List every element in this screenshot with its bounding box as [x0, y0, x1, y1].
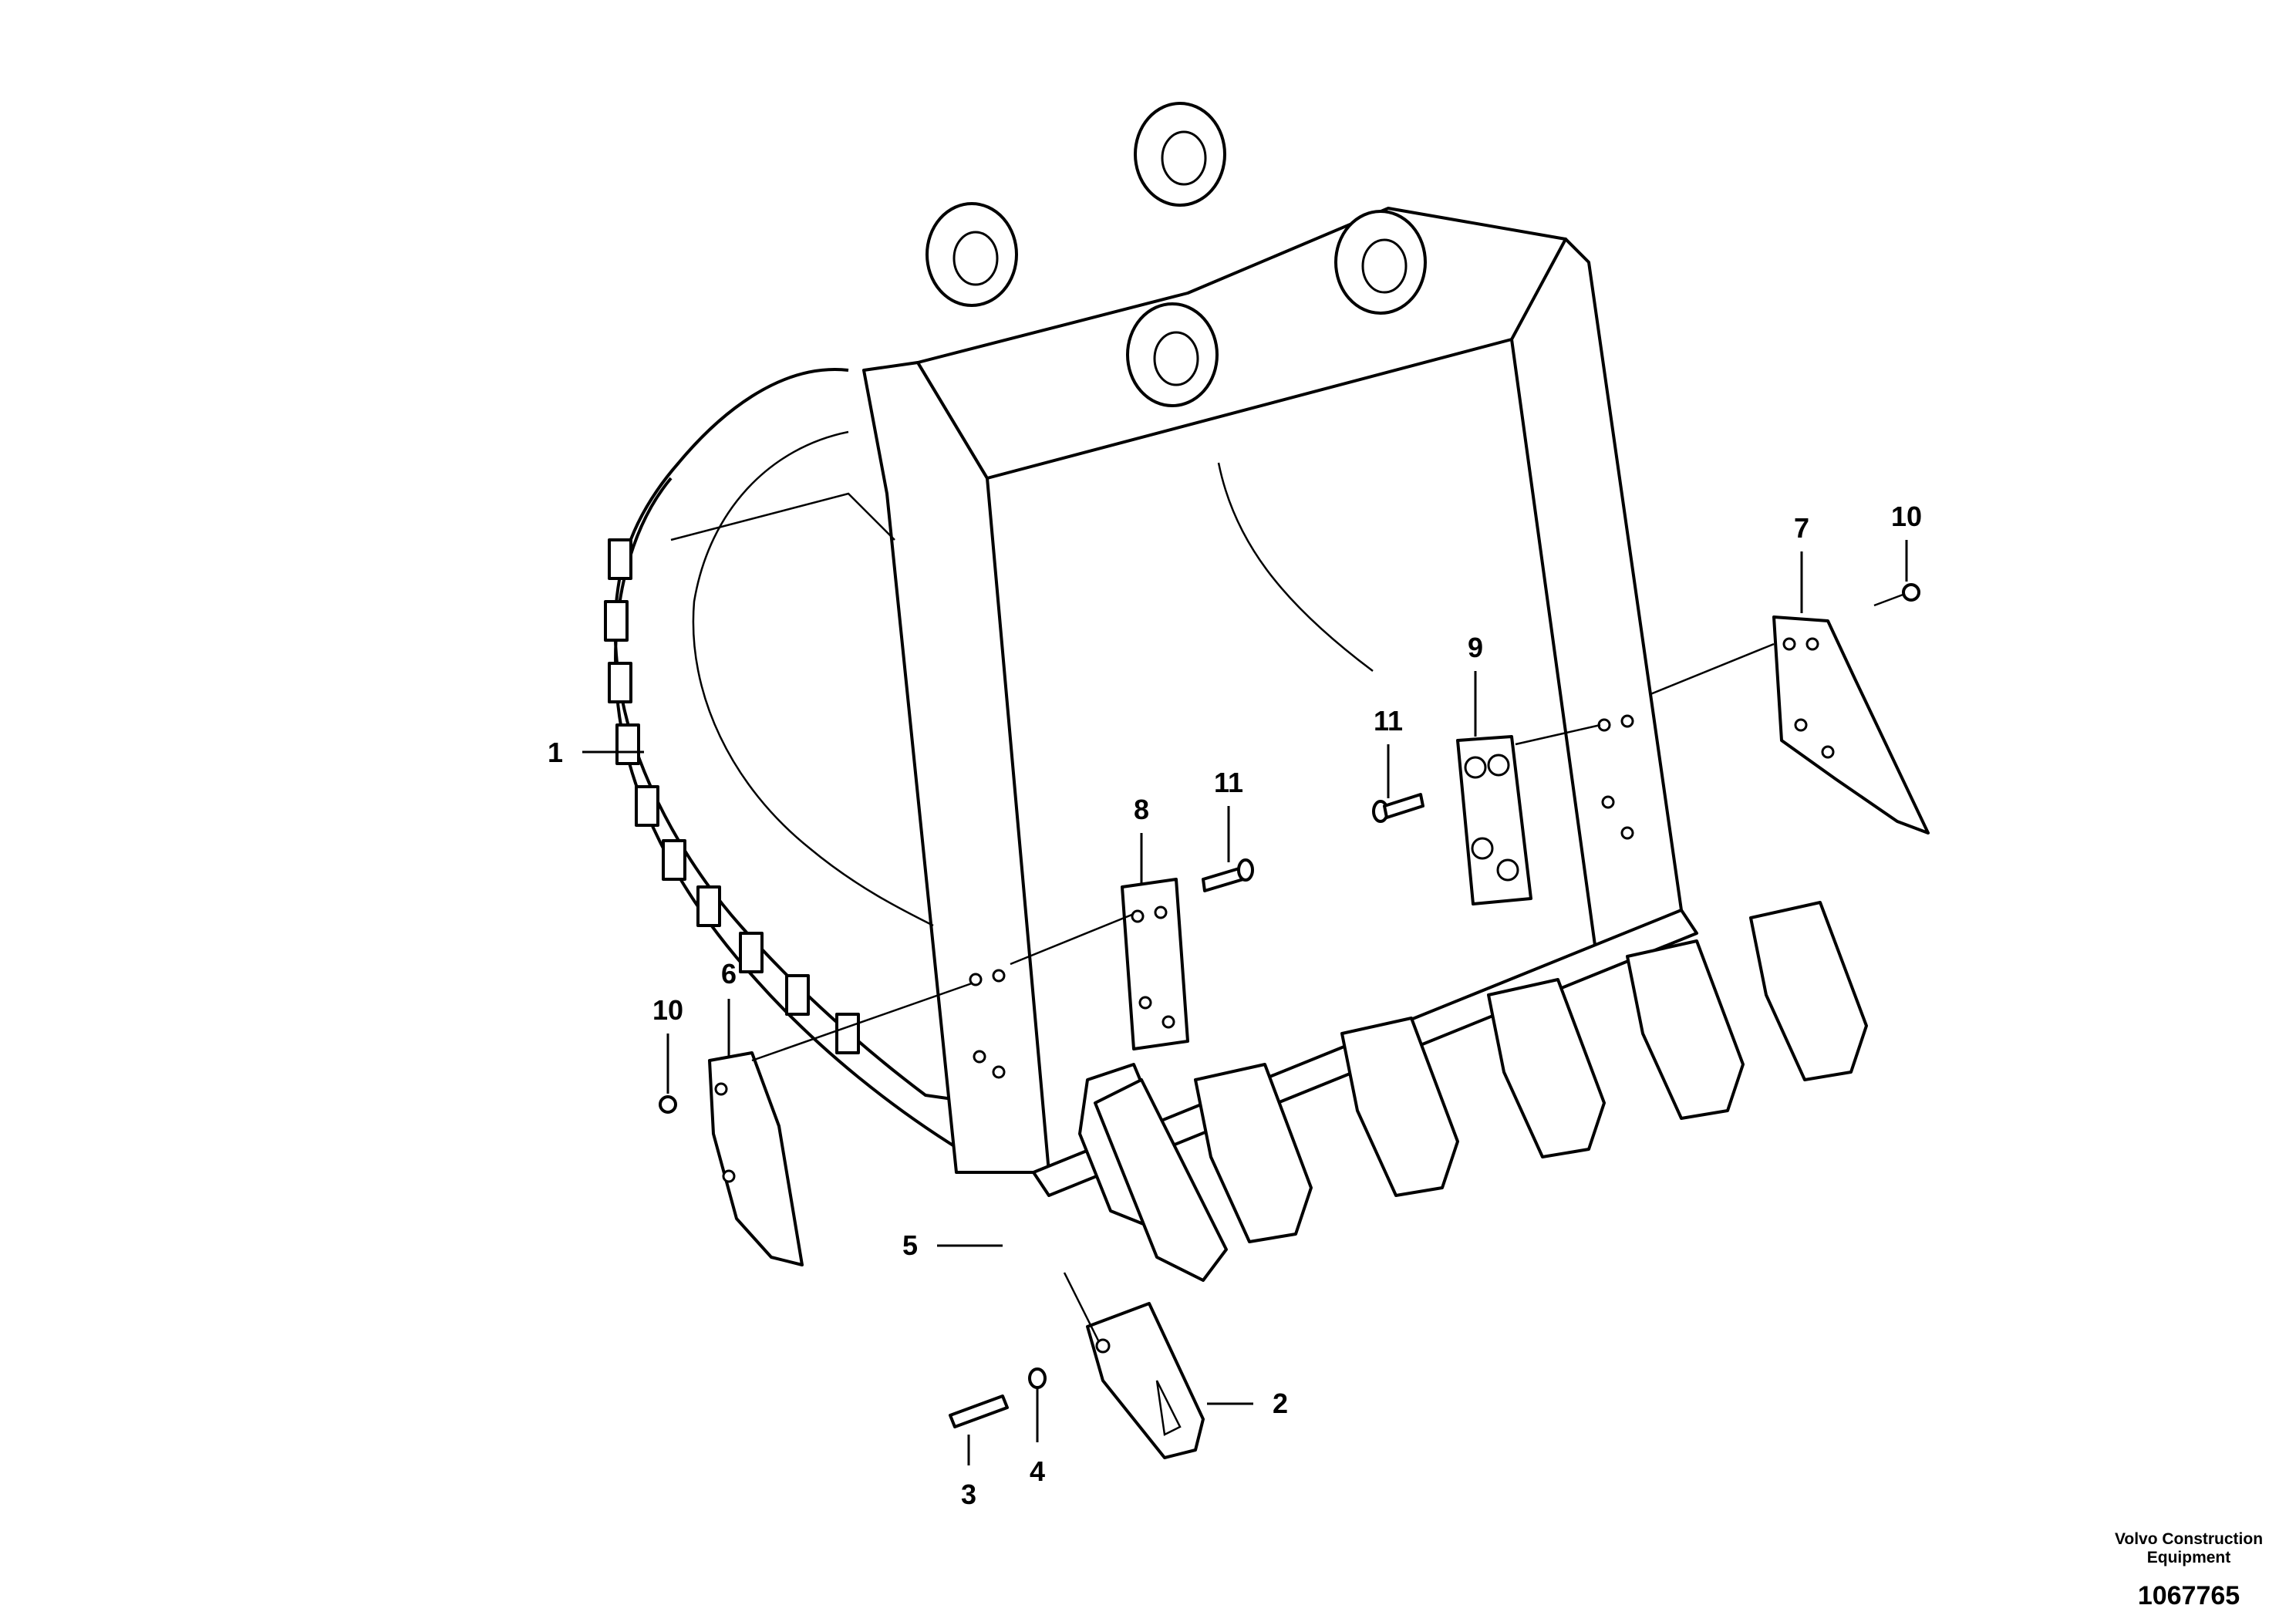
part-9-wear-plate	[1456, 735, 1532, 905]
callout-10-right: 10	[1891, 501, 1922, 532]
brand-line-1: Volvo Construction	[2115, 1530, 2263, 1548]
callout-3: 3	[961, 1479, 976, 1510]
part-6-side-cutter-left	[708, 1051, 804, 1266]
bucket-teeth	[1078, 901, 1868, 1282]
part-10-nut-right	[1902, 583, 1920, 602]
callout-6: 6	[721, 958, 737, 990]
callout-4: 4	[1030, 1455, 1045, 1487]
document-number: 1067765	[2138, 1581, 2240, 1610]
part-11-bolt-right	[1372, 793, 1424, 823]
footer: Volvo Construction Equipment 1067765	[2115, 1530, 2263, 1610]
brand-line-2: Equipment	[2147, 1549, 2231, 1566]
part-8-wear-plate	[1121, 878, 1189, 1050]
callouts: 1 2 3 4 5 6 7 8 9 10 10 11 11	[548, 501, 1922, 1510]
callout-11-right: 11	[1374, 705, 1403, 737]
bucket-body	[604, 102, 1698, 1197]
callout-5: 5	[902, 1229, 918, 1261]
part-10-nut-left	[659, 1095, 677, 1114]
part-4-washer	[1028, 1367, 1047, 1389]
side-plate-holes	[969, 714, 1634, 1079]
callout-9: 9	[1468, 632, 1483, 663]
callout-11-left: 11	[1214, 767, 1243, 798]
callout-10-left: 10	[652, 994, 683, 1026]
callout-2: 2	[1273, 1388, 1288, 1419]
callout-8: 8	[1134, 794, 1149, 825]
part-11-bolt-left	[1202, 858, 1254, 892]
part-2-tooth	[1086, 1302, 1205, 1459]
mounting-lugs	[925, 102, 1427, 407]
leader-lines	[582, 540, 1908, 1465]
callout-1: 1	[548, 737, 563, 768]
wear-pads	[604, 538, 860, 1054]
part-3-pin	[949, 1394, 1009, 1428]
callout-7: 7	[1794, 512, 1809, 544]
part-7-side-cutter-right	[1772, 615, 1930, 835]
